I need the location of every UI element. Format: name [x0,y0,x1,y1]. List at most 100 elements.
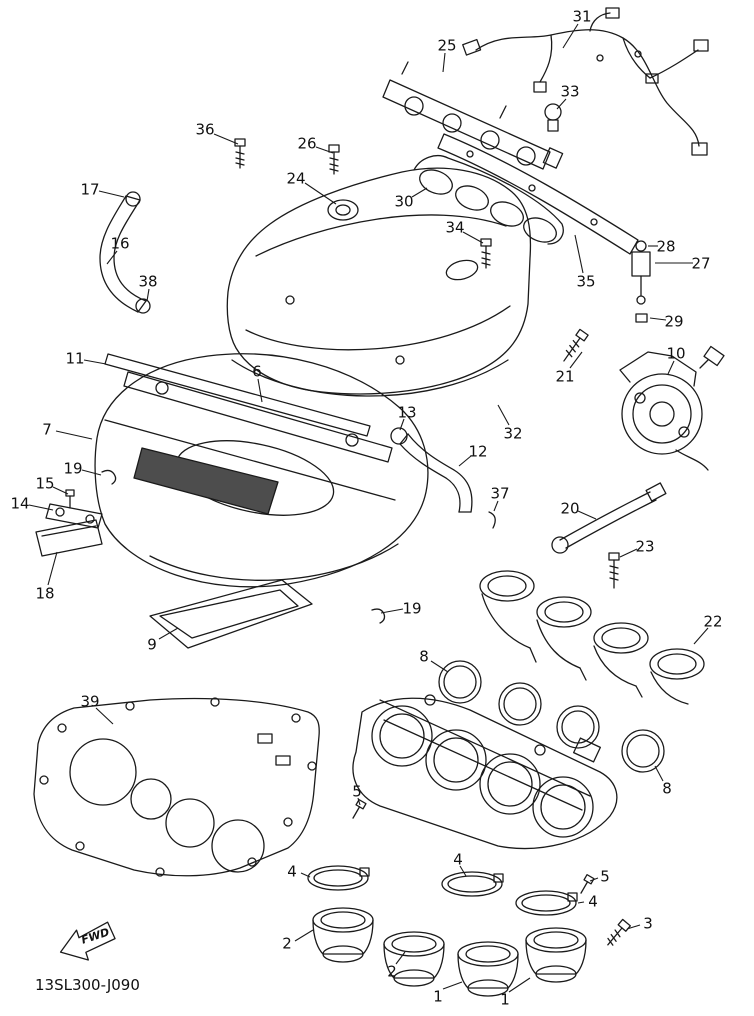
callout-label-38: 38 [138,272,157,290]
callout-leader-3 [626,924,641,930]
intake-joint-2a [312,907,374,963]
callout-label-36: 36 [195,120,214,138]
callout-label-26: 26 [297,134,316,152]
callout-leader-36 [213,133,239,145]
callout-leader-5 [357,797,361,806]
callout-leader-18 [47,551,58,586]
bolt-5a [352,799,367,819]
callout-label-5: 5 [352,782,362,800]
callout-label-18: 18 [35,584,54,602]
gasket-plate-39 [33,697,320,877]
callout-leader-5 [589,877,599,882]
callout-leader-12 [458,455,472,467]
callout-label-29: 29 [664,312,683,330]
callout-label-15: 15 [35,474,54,492]
callout-leader-4 [577,901,585,904]
callout-leader-4 [300,872,311,878]
callout-label-1: 1 [433,987,443,1005]
sensor [544,103,562,132]
callout-label-21: 21 [555,367,574,385]
callout-leader-29 [649,317,667,321]
fuel-hose-20 [551,482,667,554]
callout-leader-33 [556,98,567,110]
fuel-pump-assembly [619,345,725,471]
intake-joint-2b [383,931,445,987]
callout-label-13: 13 [397,403,416,421]
callout-leader-10 [667,360,675,375]
case-element-7 [133,447,279,515]
cover-flange [231,359,509,397]
callout-label-20: 20 [560,499,579,517]
callout-leader-25 [442,52,446,73]
clip-37 [488,511,496,529]
fuel-rail [382,61,564,170]
bolt-26 [328,144,340,175]
velocity-stacks-22 [479,570,705,705]
callout-label-12: 12 [468,442,487,460]
callout-leader-34 [462,231,484,244]
bolt-23 [608,552,620,589]
clip-19b [371,608,386,624]
callout-leader-2 [395,951,406,965]
callout-leader-2 [294,929,314,942]
air-cleaner-case [94,353,429,588]
intake-manifold [413,155,564,245]
hose-clamp-17 [125,191,141,207]
callout-leader-1 [442,981,463,990]
o-rings-8 [438,660,665,773]
hose-clamp-38 [135,298,151,314]
callout-leader-7 [55,430,93,440]
callout-label-19: 19 [402,599,421,617]
breather-hose-16 [99,191,151,314]
callout-label-8: 8 [662,779,672,797]
callout-label-19: 19 [63,459,82,477]
case-seal-9 [149,579,313,649]
callout-label-1: 1 [500,990,510,1008]
callout-label-27: 27 [691,254,710,272]
callout-label-8: 8 [419,647,429,665]
callout-leader-9 [158,627,179,640]
callout-label-10: 10 [666,344,685,362]
callout-label-4: 4 [588,892,598,910]
callout-leader-11 [83,359,107,365]
case-duct-6 [123,371,393,463]
callout-label-16: 16 [110,234,129,252]
injector-cap [635,313,648,323]
callout-label-17: 17 [80,180,99,198]
fwd-label: FWD [80,925,111,946]
callout-label-11: 11 [65,349,84,367]
callout-label-7: 7 [42,420,52,438]
callout-leader-20 [577,510,597,520]
callout-label-32: 32 [503,424,522,442]
callout-label-2: 2 [282,934,292,952]
callout-leader-14 [28,504,54,511]
air-cleaner-cover [226,167,532,397]
callout-leader-21 [569,351,583,369]
callout-label-14: 14 [10,494,29,512]
callout-label-35: 35 [576,272,595,290]
intake-joint-1b [525,927,587,983]
callout-label-5: 5 [600,867,610,885]
callout-leader-26 [315,146,334,154]
callout-label-34: 34 [445,218,464,236]
callout-label-9: 9 [147,635,157,653]
manifold-gasket [437,133,639,255]
callout-leader-22 [693,627,709,645]
callout-leader-15 [52,486,69,495]
callout-leader-6 [257,378,263,403]
fwd-arrow: FWD [59,921,116,961]
callout-leader-17 [98,190,125,198]
callout-leader-38 [146,288,150,302]
injector-o-ring [635,240,647,252]
callout-leader-19 [380,608,404,614]
callout-leader-8 [654,765,664,782]
callout-label-6: 6 [252,362,262,380]
diagram-code: 13SL300-J090 [35,976,140,994]
bolt-3 [607,918,631,946]
throttle-body-assembly [352,694,618,850]
bolt-21 [563,328,589,362]
callout-leader-35 [574,234,584,274]
